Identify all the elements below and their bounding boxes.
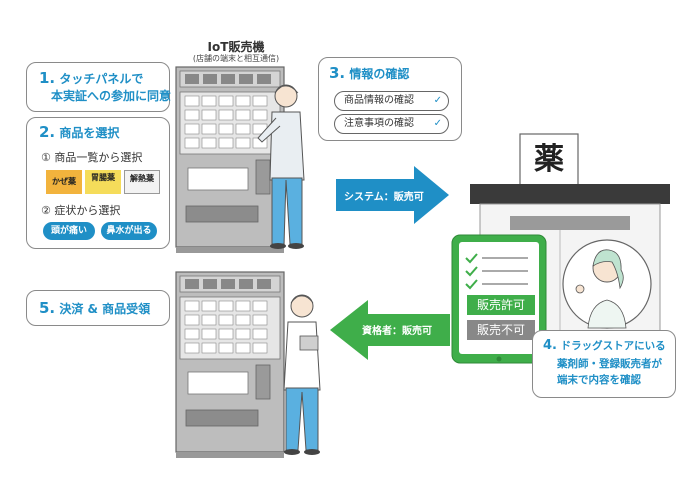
pharmacist-avatar [562, 239, 652, 329]
step2-number: 2. [39, 123, 56, 141]
step4-callout: 4. ドラッグストアにいる 薬剤師・登録販売者が 端末で内容を確認 [532, 330, 676, 398]
check-product-info: 商品情報の確認 ✓ [334, 91, 449, 111]
vending-machine-bottom-body [175, 271, 285, 458]
step2-callout: 2. 商品を選択 ① 商品一覧から選択 かぜ薬 胃腸薬 解熱薬 ② 症状から選択… [26, 117, 170, 249]
step4-line1: ドラッグストアにいる [560, 340, 666, 352]
check-precautions: 注意事項の確認 ✓ [334, 114, 449, 134]
arrow-system-label: システム：販売可 [344, 192, 424, 203]
vending-title: IoT販売機 [207, 40, 265, 54]
step2-title: 商品を選択 [59, 126, 120, 140]
vending-machine-top-body [175, 66, 285, 253]
arrow-qualified-label: 資格者：販売可 [362, 326, 432, 337]
step3-callout: 3. 情報の確認 商品情報の確認 ✓ 注意事項の確認 ✓ [318, 57, 462, 141]
checkmark-icon: ✓ [433, 95, 442, 106]
arrow-qualified-left [330, 300, 450, 360]
tablet-reject-button[interactable]: 販売不可 [476, 323, 525, 337]
step2-option2: ② 症状から選択 [41, 204, 121, 217]
step3-number: 3. [329, 64, 346, 82]
step1-callout: 1. タッチパネルで 本実証への参加に同意 [26, 62, 172, 112]
store-sign-text: 薬 [534, 142, 564, 177]
tablet-approve-button[interactable]: 販売許可 [476, 298, 525, 312]
step3-title: 情報の確認 [349, 67, 410, 81]
checkmark-icon: ✓ [433, 118, 442, 129]
symptom-headache[interactable]: 頭が痛い [43, 222, 95, 240]
step4-number: 4. [543, 338, 557, 353]
step4-line2: 薬剤師・登録販売者が [557, 358, 662, 370]
product-chip-fever[interactable]: 解熱薬 [124, 170, 160, 194]
step1-line2: 本実証への参加に同意 [51, 89, 172, 103]
step2-option1: ① 商品一覧から選択 [41, 151, 143, 164]
step5-title: 決済 & 商品受領 [59, 302, 151, 316]
vending-subtitle: (店舗の端末と相互通信) [192, 54, 280, 63]
tablet-device [451, 234, 547, 364]
step5-number: 5. [39, 299, 56, 317]
step1-number: 1. [39, 69, 56, 87]
product-chip-stomach[interactable]: 胃腸薬 [85, 170, 121, 194]
arrow-system-right [336, 166, 449, 224]
step5-callout: 5. 決済 & 商品受領 [26, 290, 170, 326]
step1-line1: タッチパネルで [59, 72, 144, 86]
customer-person-top [257, 84, 305, 249]
product-chip-cold[interactable]: かぜ薬 [46, 170, 82, 194]
symptom-runny-nose[interactable]: 鼻水が出る [101, 222, 157, 240]
step4-line3: 端末で内容を確認 [557, 374, 641, 386]
customer-person-bottom [283, 294, 321, 455]
